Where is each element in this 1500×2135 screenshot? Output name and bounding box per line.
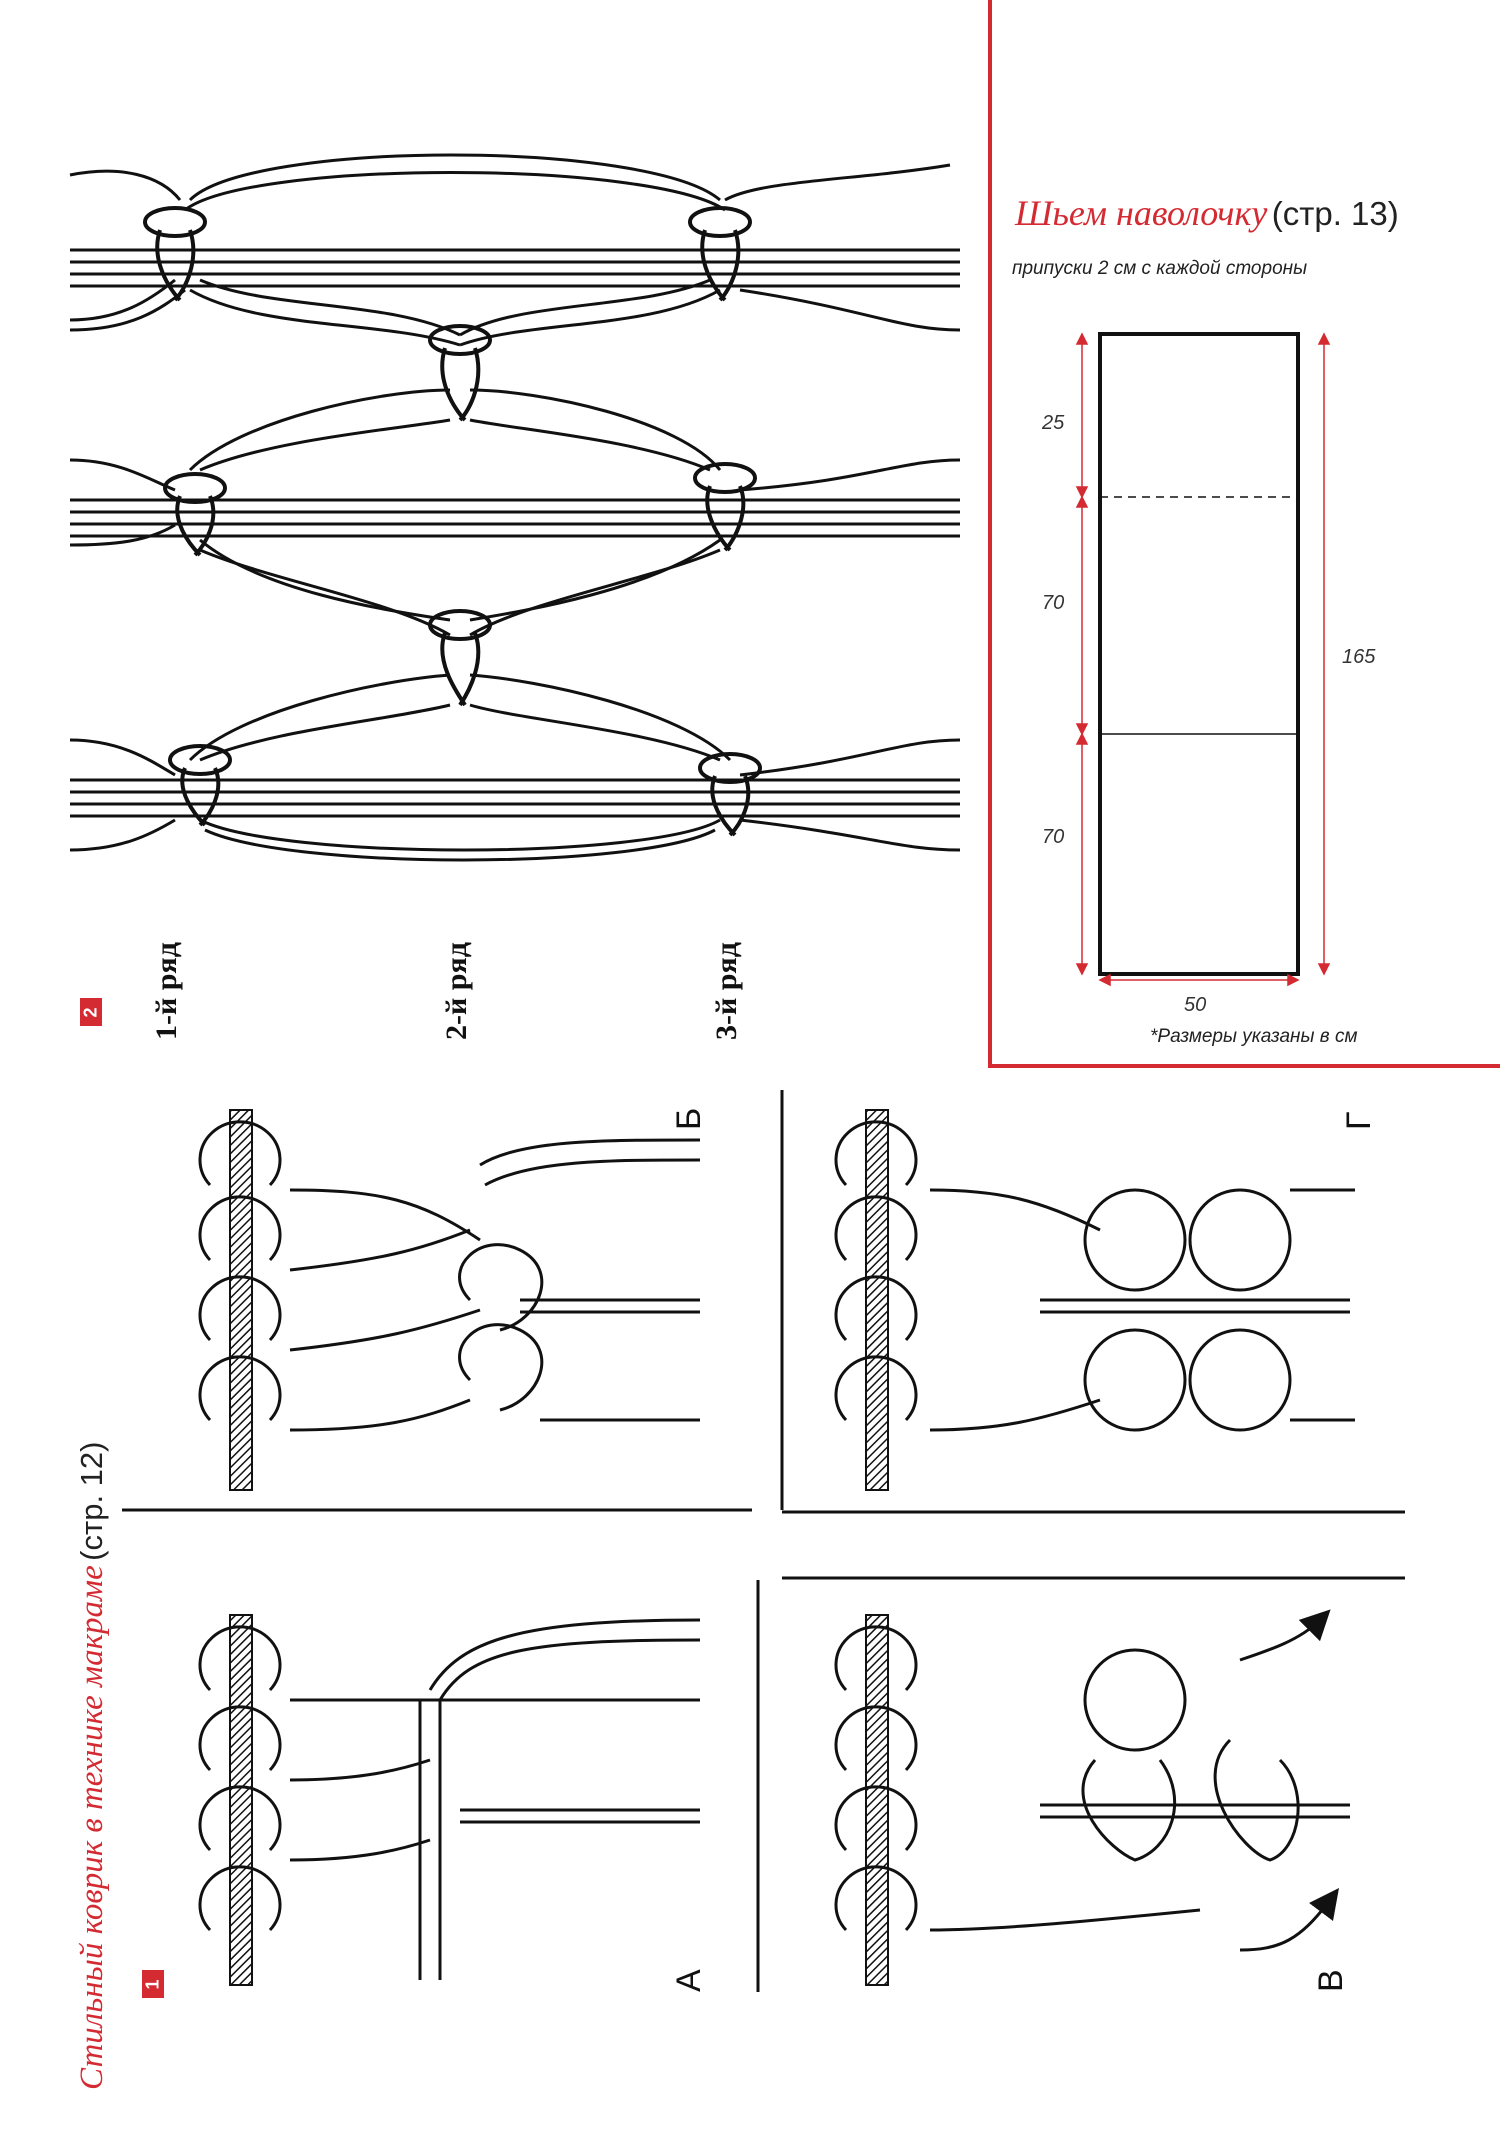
cord-row-3 [70,778,960,818]
units-footnote: *Размеры указаны в см [1150,1026,1358,1047]
macrame-title: Стильный коврик в технике макраме (стр. … [74,1442,111,2090]
macrame-page-ref: (стр. 12) [74,1441,109,1561]
panel-b [198,1109,701,1491]
pillowcase-page-ref: (стр. 13) [1271,195,1399,232]
seam-allowance-note: припуски 2 см с каждой стороны [1012,258,1308,279]
figure-1-badge: 1 [142,1970,164,1998]
panel-letter-g: Г [1340,1111,1378,1130]
panel-letter-b: Б [670,1107,708,1130]
dimension-middle: 70 [1042,592,1065,614]
dimension-bottom: 70 [1042,826,1065,848]
panel-letter-v: В [1312,1969,1350,1992]
pillowcase-panel [988,0,1500,1068]
row-label-2: 2-й ряд [440,942,473,1040]
pattern-outline [1098,332,1300,976]
figure-2-badge: 2 [80,998,102,1026]
dimension-total: 165 [1342,646,1376,668]
cord-row-2 [70,498,960,538]
macrame-title-text: Стильный коврик в технике макраме [74,1565,110,2090]
pillowcase-title: Шьем наволочку (стр. 13) [1015,192,1399,234]
arrow-icon [1239,1609,1331,1662]
panel-g [834,1109,1355,1491]
dimension-top: 25 [1042,412,1065,434]
panel-letter-a: А [670,1969,708,1992]
pillowcase-title-text: Шьем наволочку [1015,193,1268,233]
dimension-width: 50 [1184,994,1207,1016]
panel-v [834,1609,1350,1986]
macrame-net-figure [69,153,961,862]
row-label-1: 1-й ряд [150,942,183,1040]
row-label-3: 3-й ряд [710,942,743,1040]
panel-dividers [122,1090,1405,1992]
knot [143,206,762,837]
pillowcase-pattern [1075,332,1331,987]
panel-a [198,1614,701,1986]
